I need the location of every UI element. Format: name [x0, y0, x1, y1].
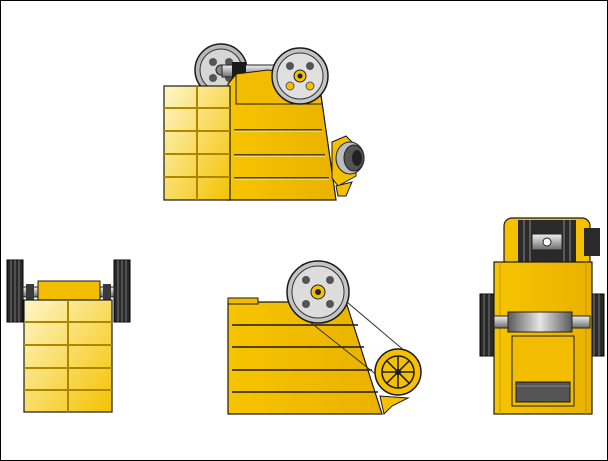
motor — [331, 135, 365, 197]
side-body — [227, 301, 383, 415]
front-panel-grid — [163, 85, 231, 201]
flywheel-front — [271, 47, 329, 105]
front-view-panel — [23, 299, 113, 413]
drive-belt-bottom — [309, 321, 379, 377]
side-view — [227, 260, 422, 415]
rear-view — [479, 217, 605, 415]
side-flywheel — [286, 260, 350, 324]
isometric-view — [163, 43, 365, 201]
front-view — [6, 259, 131, 413]
motor-pulley — [374, 348, 422, 396]
front-top-housing — [37, 280, 101, 302]
rear-flywheel-left — [479, 293, 495, 357]
rear-motor — [503, 217, 600, 269]
discharge-opening — [515, 381, 571, 403]
